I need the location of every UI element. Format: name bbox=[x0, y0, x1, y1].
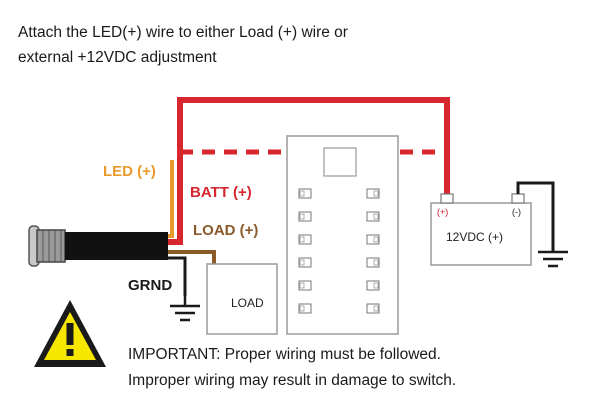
panel-terminal bbox=[366, 303, 380, 314]
panel-terminal bbox=[298, 303, 312, 314]
ground-wire bbox=[168, 256, 187, 296]
panel-terminal bbox=[298, 211, 312, 222]
panel-terminal bbox=[298, 280, 312, 291]
battery-plus-label: (+) bbox=[437, 207, 449, 217]
heading-line-2: external +12VDC adjustment bbox=[18, 49, 217, 66]
panel-terminal bbox=[366, 234, 380, 245]
battery bbox=[430, 193, 532, 266]
battery-minus-label: (-) bbox=[512, 207, 521, 217]
panel-terminal-screw bbox=[299, 213, 305, 220]
load-wire bbox=[168, 250, 216, 264]
load-box bbox=[206, 263, 278, 335]
panel-terminal-screw bbox=[299, 282, 305, 289]
panel-terminal-screw bbox=[299, 236, 305, 243]
panel-terminal-screw bbox=[373, 282, 379, 289]
batt-label: BATT (+) bbox=[190, 184, 252, 201]
panel-terminal bbox=[366, 211, 380, 222]
led-label: LED (+) bbox=[103, 163, 156, 180]
panel-terminal-screw bbox=[299, 305, 305, 312]
warning-line-1: IMPORTANT: Proper wiring must be followe… bbox=[128, 346, 441, 363]
led-wire bbox=[168, 160, 174, 238]
panel-terminal-screw bbox=[373, 213, 379, 220]
panel-terminal-screw bbox=[373, 190, 379, 197]
heading-line-1: Attach the LED(+) wire to either Load (+… bbox=[18, 24, 348, 41]
ground-icon bbox=[538, 250, 568, 268]
panel-terminal-screw bbox=[373, 305, 379, 312]
panel-terminal bbox=[298, 234, 312, 245]
panel-terminal bbox=[298, 188, 312, 199]
ground-icon bbox=[170, 296, 200, 322]
batt-wire bbox=[168, 97, 450, 245]
switch-icon bbox=[28, 225, 168, 267]
panel-terminal bbox=[366, 280, 380, 291]
panel-terminal-screw bbox=[299, 190, 305, 197]
panel-terminal bbox=[366, 188, 380, 199]
warning-line-2: Improper wiring may result in damage to … bbox=[128, 372, 457, 389]
battery-ground-wire bbox=[516, 181, 555, 252]
panel-terminals bbox=[298, 188, 380, 314]
panel-terminal-screw bbox=[299, 259, 305, 266]
load-box-label: LOAD bbox=[231, 296, 264, 310]
panel-terminal bbox=[366, 257, 380, 268]
battery-label: 12VDC (+) bbox=[446, 230, 504, 244]
panel-terminal bbox=[298, 257, 312, 268]
panel-terminal-screw bbox=[373, 236, 379, 243]
load-wire-label: LOAD (+) bbox=[193, 222, 259, 239]
grnd-label: GRND bbox=[128, 277, 173, 294]
panel-terminal-screw bbox=[373, 259, 379, 266]
warning-triangle-icon bbox=[34, 300, 106, 367]
